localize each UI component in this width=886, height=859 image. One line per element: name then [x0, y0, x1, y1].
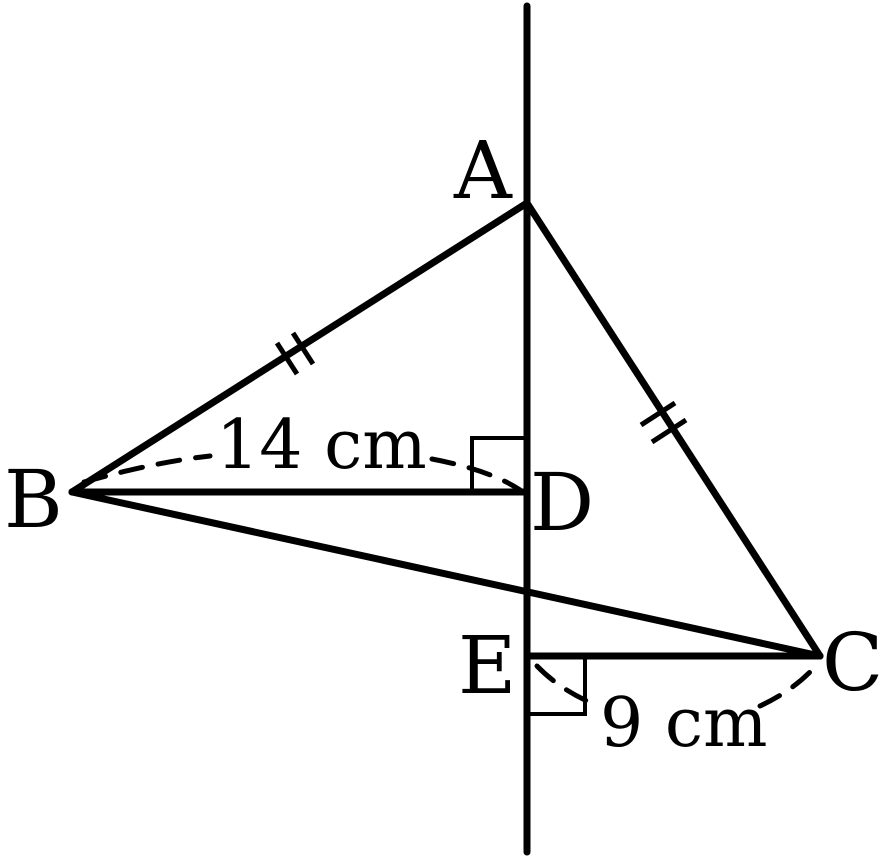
dimension-line-ec	[534, 663, 813, 709]
right-angle-marker-e	[527, 656, 587, 716]
label-point-d: D	[530, 456, 594, 549]
label-point-c: C	[822, 616, 883, 709]
segment-bc	[68, 488, 824, 660]
label-point-e: E	[458, 619, 516, 712]
label-point-a: A	[453, 124, 513, 217]
equal-ticks-ab	[274, 331, 316, 376]
right-angle-marker-d	[470, 436, 527, 492]
equal-ticks-ac	[639, 400, 688, 445]
label-length-bd: 14 cm	[216, 406, 427, 485]
label-point-b: B	[4, 453, 63, 546]
dimension-line-bd	[81, 453, 523, 493]
label-length-ec: 9 cm	[600, 684, 767, 763]
